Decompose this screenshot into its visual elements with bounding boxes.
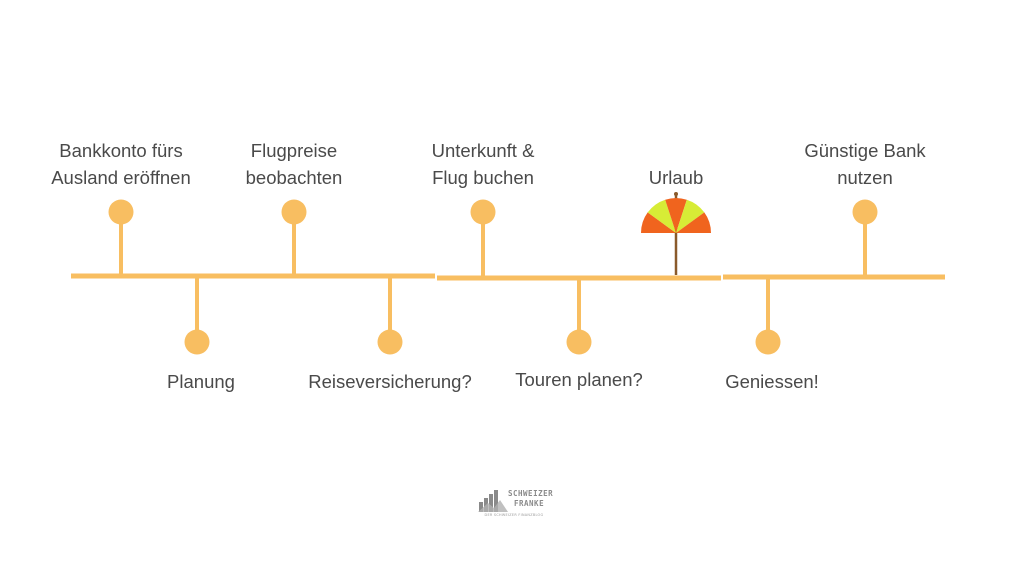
logo-tagline: DER SCHWEIZER FINANZBLOG — [484, 513, 544, 517]
milestone-bankkonto — [108, 199, 134, 277]
milestone-flugpreise — [281, 199, 307, 277]
milestone-dot — [566, 329, 592, 355]
milestone-label-urlaub: Urlaub — [648, 167, 704, 188]
milestone-dot — [470, 199, 496, 225]
umbrella-icon — [641, 192, 711, 275]
milestone-label-guenstige-bank: Günstige Bank nutzen — [804, 140, 926, 188]
milestone-label-flugpreise: Flugpreise beobachten — [245, 140, 343, 188]
milestone-label-reiseversicherung: Reiseversicherung? — [308, 371, 472, 392]
milestone-dot — [377, 329, 403, 355]
milestone-touren — [566, 277, 592, 355]
milestone-dot — [755, 329, 781, 355]
milestone-guenstige-bank — [852, 199, 878, 277]
building-chart-logo-icon — [478, 490, 508, 512]
timeline-line — [71, 273, 945, 281]
milestone-label-bankkonto: Bankkonto fürs Ausland eröffnen — [51, 140, 191, 188]
milestone-geniessen — [755, 277, 781, 355]
milestone-label-planung: Planung — [167, 371, 235, 392]
milestone-dot — [852, 199, 878, 225]
logo-wordmark-line1: SCHWEIZER — [508, 489, 554, 498]
schweizer-franke-logo: SCHWEIZER FRANKE DER SCHWEIZER FINANZBLO… — [478, 486, 554, 520]
milestone-dot — [281, 199, 307, 225]
milestone-label-geniessen: Geniessen! — [725, 371, 819, 392]
milestone-label-touren: Touren planen? — [515, 369, 643, 390]
milestone-planung — [184, 277, 210, 355]
milestone-urlaub — [641, 192, 711, 275]
milestone-label-unterkunft: Unterkunft & Flug buchen — [431, 140, 535, 188]
milestone-dot — [184, 329, 210, 355]
milestone-reiseversicherung — [377, 277, 403, 355]
milestone-dot — [108, 199, 134, 225]
logo-wordmark-line2: FRANKE — [514, 499, 545, 508]
milestone-unterkunft — [470, 199, 496, 277]
timeline-markers — [108, 192, 878, 355]
